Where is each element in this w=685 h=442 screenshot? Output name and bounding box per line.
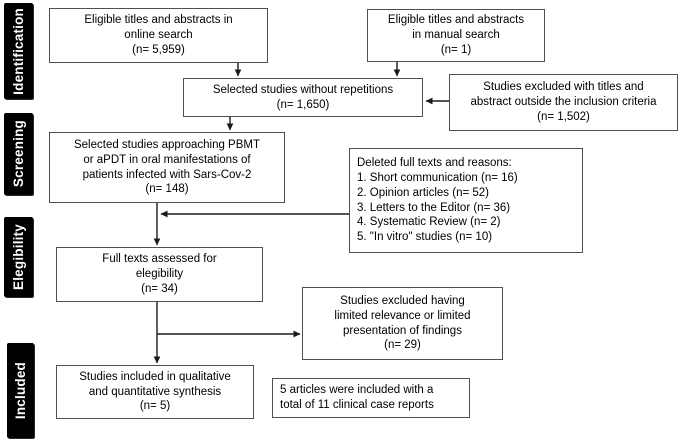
box-articles-included-note: 5 articles were included with a total of… bbox=[272, 378, 470, 418]
box-manual-search: Eligible titles and abstracts in manual … bbox=[367, 9, 545, 62]
box-full-texts-assessed: Full texts assessed for elegibility (n= … bbox=[56, 247, 263, 302]
box-selected-approaching-pbmt: Selected studies approaching PBMT or aPD… bbox=[49, 132, 285, 203]
box-studies-excluded-limited-relevance: Studies excluded having limited relevanc… bbox=[302, 287, 503, 360]
stage-label-identification: Identification bbox=[4, 3, 33, 99]
box-selected-without-repetitions: Selected studies without repetitions (n=… bbox=[183, 78, 423, 117]
stage-label-screening: Screening bbox=[4, 113, 33, 195]
box-online-search: Eligible titles and abstracts in online … bbox=[49, 8, 268, 63]
stage-label-screening-text: Screening bbox=[11, 120, 26, 188]
stage-label-elegibility-text: Elegibility bbox=[11, 224, 26, 290]
stage-label-included-text: Included bbox=[13, 361, 28, 420]
stage-label-included: Included bbox=[7, 343, 34, 438]
box-studies-included-synthesis: Studies included in qualitative and quan… bbox=[56, 365, 254, 419]
stage-label-elegibility: Elegibility bbox=[4, 217, 33, 297]
box-deleted-full-texts-reasons: Deleted full texts and reasons: 1. Short… bbox=[349, 148, 583, 253]
stage-label-identification-text: Identification bbox=[11, 7, 26, 95]
box-studies-excluded-titles: Studies excluded with titles and abstrac… bbox=[449, 74, 678, 131]
